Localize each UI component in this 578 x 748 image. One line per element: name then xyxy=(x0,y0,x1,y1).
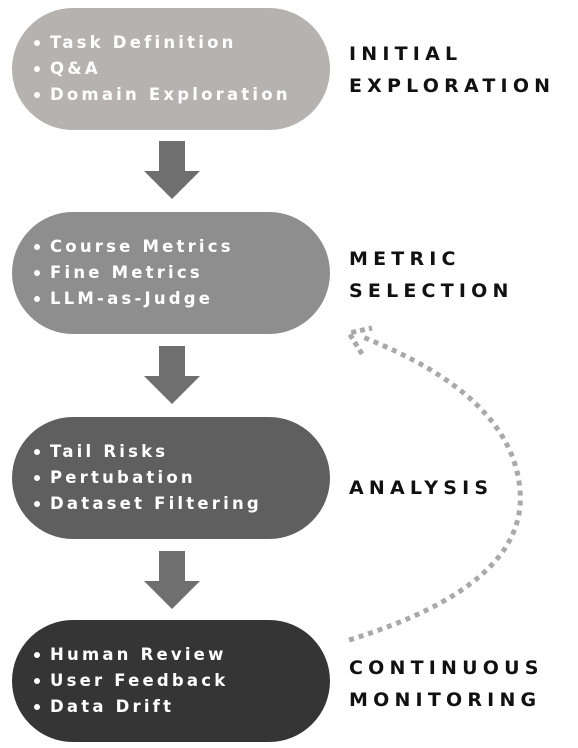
stage-label-initial-exploration: INITIAL EXPLORATION xyxy=(349,38,555,102)
bullet-icon xyxy=(34,296,40,302)
stage-items-list: Human Review User Feedback Data Drift xyxy=(34,642,330,720)
stage-item: Fine Metrics xyxy=(34,260,330,286)
bullet-icon xyxy=(34,652,40,658)
stage-item: Q&A xyxy=(34,56,330,82)
stage-items-list: Task Definition Q&A Domain Exploration xyxy=(34,30,330,108)
stage-item: User Feedback xyxy=(34,668,330,694)
stage-label-continuous-monitoring: CONTINUOUS MONITORING xyxy=(349,652,544,716)
stage-label-line: SELECTION xyxy=(349,280,514,302)
stage-label-line: MONITORING xyxy=(349,689,542,711)
stage-label-line: INITIAL xyxy=(349,43,463,65)
bullet-icon xyxy=(34,66,40,72)
stage-item: Tail Risks xyxy=(34,439,330,465)
stage-label-line: CONTINUOUS xyxy=(349,657,544,679)
bullet-icon xyxy=(34,40,40,46)
bullet-icon xyxy=(34,501,40,507)
down-arrow-icon xyxy=(144,551,200,609)
bullet-icon xyxy=(34,704,40,710)
stage-label-metric-selection: METRIC SELECTION xyxy=(349,243,514,307)
stage-item: Task Definition xyxy=(34,30,330,56)
stage-label-line: METRIC xyxy=(349,248,461,270)
stage-item: Course Metrics xyxy=(34,234,330,260)
stage-item: Domain Exploration xyxy=(34,82,330,108)
stage-initial-exploration: Task Definition Q&A Domain Exploration xyxy=(12,8,330,130)
stage-item: LLM-as-Judge xyxy=(34,286,330,312)
bullet-icon xyxy=(34,449,40,455)
bullet-icon xyxy=(34,244,40,250)
stage-metric-selection: Course Metrics Fine Metrics LLM-as-Judge xyxy=(12,212,330,334)
bullet-icon xyxy=(34,678,40,684)
stage-item: Pertubation xyxy=(34,465,330,491)
bullet-icon xyxy=(34,92,40,98)
stage-item: Human Review xyxy=(34,642,330,668)
stage-continuous-monitoring: Human Review User Feedback Data Drift xyxy=(12,620,330,742)
stage-items-list: Course Metrics Fine Metrics LLM-as-Judge xyxy=(34,234,330,312)
stage-label-line: EXPLORATION xyxy=(349,75,556,97)
stage-items-list: Tail Risks Pertubation Dataset Filtering xyxy=(34,439,330,517)
stage-item: Dataset Filtering xyxy=(34,491,330,517)
stage-label-analysis: ANALYSIS xyxy=(349,472,493,504)
down-arrow-icon xyxy=(144,346,200,404)
down-arrow-icon xyxy=(144,141,200,199)
bullet-icon xyxy=(34,270,40,276)
stage-label-line: ANALYSIS xyxy=(349,477,494,499)
stage-analysis: Tail Risks Pertubation Dataset Filtering xyxy=(12,417,330,539)
bullet-icon xyxy=(34,475,40,481)
stage-item: Data Drift xyxy=(34,694,330,720)
